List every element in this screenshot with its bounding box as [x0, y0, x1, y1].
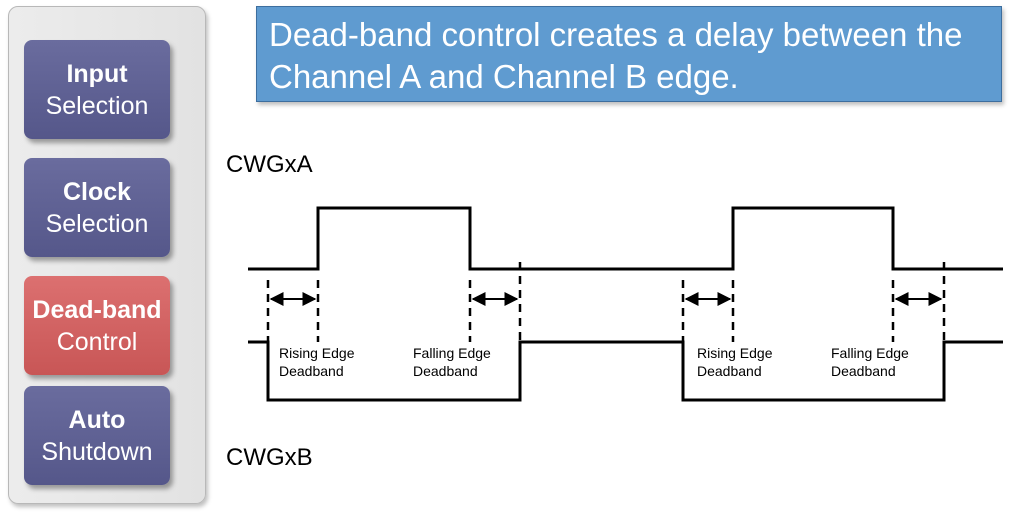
annotation-line: Rising Edge: [279, 345, 355, 361]
annotation-line: Deadband: [831, 363, 896, 379]
annotation-rising-deadband-2: Rising Edge Deadband: [697, 344, 773, 380]
nav-subtitle: Shutdown: [41, 437, 153, 466]
waveform-a: [248, 206, 1003, 271]
nav-input-selection[interactable]: Input Selection: [24, 40, 170, 139]
annotation-falling-deadband-2: Falling Edge Deadband: [831, 344, 909, 380]
nav-subtitle: Control: [56, 327, 138, 356]
nav-subtitle: Selection: [45, 209, 149, 238]
annotation-line: Deadband: [279, 363, 344, 379]
nav-title: Clock: [62, 177, 132, 206]
annotation-rising-deadband-1: Rising Edge Deadband: [279, 344, 355, 380]
annotation-line: Deadband: [413, 363, 478, 379]
waveform-b: [248, 340, 1003, 402]
annotation-line: Deadband: [697, 363, 762, 379]
annotation-line: Falling Edge: [413, 345, 491, 361]
deadband-guides: [266, 262, 946, 342]
nav-clock-selection[interactable]: Clock Selection: [24, 158, 170, 257]
nav-auto-shutdown[interactable]: Auto Shutdown: [24, 386, 170, 485]
nav-title: Input: [66, 59, 128, 88]
nav-subtitle: Selection: [45, 91, 149, 120]
info-banner: Dead-band control creates a delay betwee…: [256, 6, 1002, 102]
annotation-line: Rising Edge: [697, 345, 773, 361]
nav-dead-band-control[interactable]: Dead-band Control: [24, 276, 170, 375]
signal-b-label: CWGxB: [226, 444, 313, 471]
nav-title: Auto: [68, 405, 126, 434]
annotation-falling-deadband-1: Falling Edge Deadband: [413, 344, 491, 380]
annotation-line: Falling Edge: [831, 345, 909, 361]
nav-title: Dead-band: [32, 295, 162, 324]
signal-a-label: CWGxA: [226, 151, 313, 178]
